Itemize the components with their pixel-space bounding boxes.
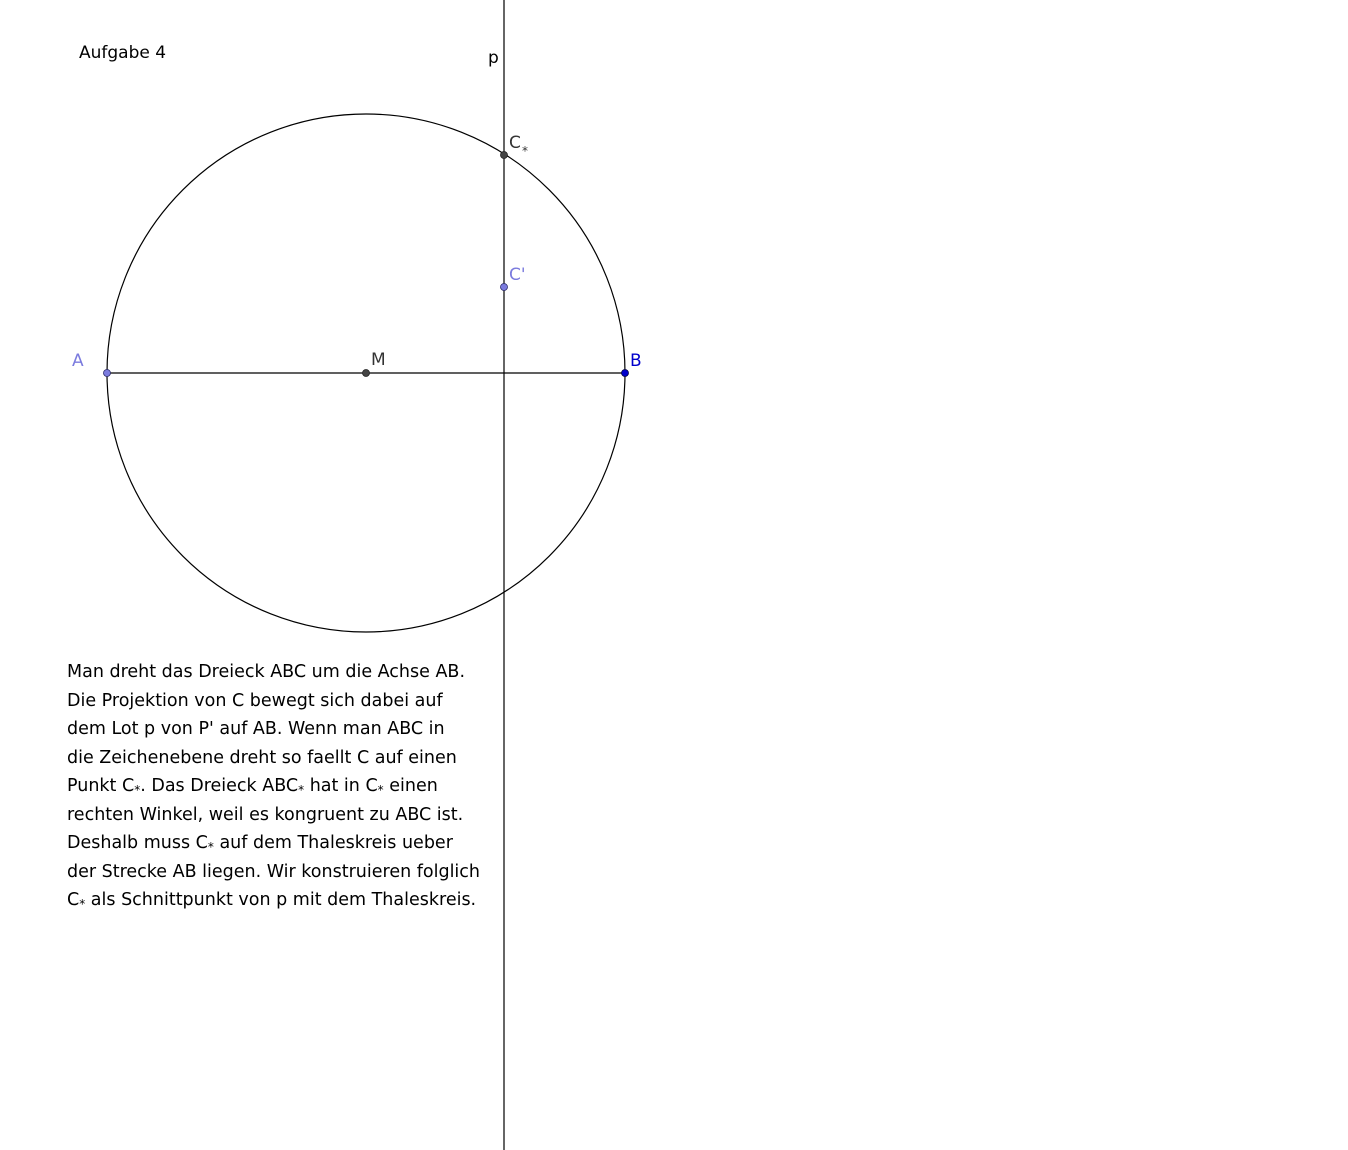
explanation-text: Man dreht das Dreieck ABC um die Achse A… bbox=[67, 658, 527, 915]
explanation-fragment: Punkt C bbox=[67, 776, 135, 796]
explanation-line: Punkt C*. Das Dreieck ABC* hat in C* ein… bbox=[67, 772, 527, 801]
point-c-prime[interactable] bbox=[500, 283, 508, 291]
point-c-star[interactable] bbox=[500, 151, 508, 159]
explanation-line: der Strecke AB liegen. Wir konstruieren … bbox=[67, 861, 481, 882]
explanation-fragment: Deshalb muss C bbox=[67, 833, 208, 853]
star-subscript: * bbox=[207, 840, 214, 854]
label-point-c-prime: C' bbox=[509, 265, 526, 285]
explanation-line: Man dreht das Dreieck ABC um die Achse A… bbox=[67, 662, 466, 682]
label-point-a: A bbox=[72, 351, 84, 371]
explanation-line: die Zeichenebene dreht so faellt C auf e… bbox=[67, 747, 457, 768]
label-point-c-star: C bbox=[509, 133, 521, 153]
explanation-fragment: auf dem Thaleskreis ueber bbox=[213, 833, 453, 853]
point-a[interactable] bbox=[103, 369, 111, 377]
label-line-p: p bbox=[488, 48, 499, 68]
explanation-fragment: hat in C bbox=[304, 776, 378, 796]
explanation-fragment: . Das Dreieck ABC bbox=[140, 776, 299, 796]
explanation-fragment: als Schnittpunkt von p mit dem Thaleskre… bbox=[85, 890, 477, 910]
star-subscript: * bbox=[79, 897, 86, 911]
star-subscript: * bbox=[377, 783, 384, 797]
explanation-line: C* als Schnittpunkt von p mit dem Thales… bbox=[67, 886, 527, 915]
explanation-fragment: C bbox=[67, 890, 80, 910]
star-subscript: * bbox=[298, 783, 305, 797]
label-point-c-star-subscript: * bbox=[522, 144, 528, 158]
star-subscript: * bbox=[134, 783, 141, 797]
explanation-line: rechten Winkel, weil es kongruent zu ABC… bbox=[67, 804, 464, 825]
explanation-fragment: einen bbox=[383, 776, 438, 796]
explanation-line: dem Lot p von P' auf AB. Wenn man ABC in bbox=[67, 719, 445, 739]
label-point-m: M bbox=[371, 350, 386, 370]
point-b[interactable] bbox=[621, 369, 629, 377]
explanation-line: Die Projektion von C bewegt sich dabei a… bbox=[67, 690, 443, 711]
point-m[interactable] bbox=[362, 369, 370, 377]
explanation-line: Deshalb muss C* auf dem Thaleskreis uebe… bbox=[67, 829, 527, 858]
task-title: Aufgabe 4 bbox=[79, 43, 167, 63]
label-point-b: B bbox=[630, 351, 642, 371]
